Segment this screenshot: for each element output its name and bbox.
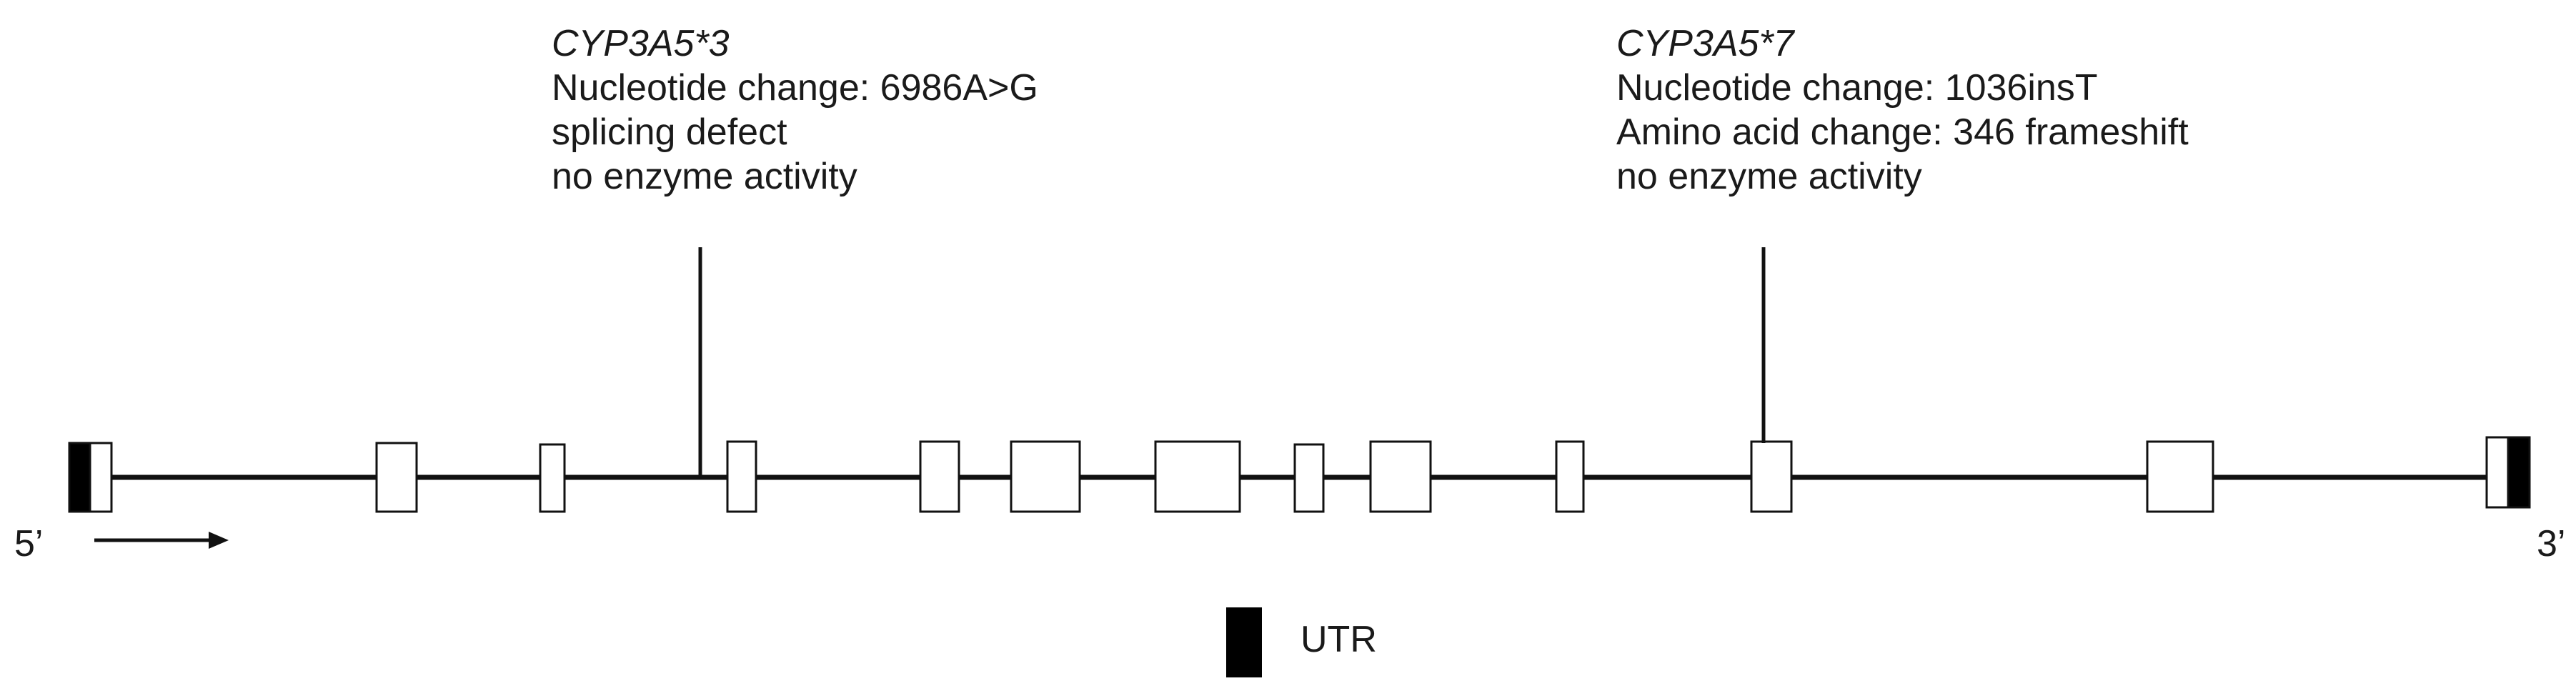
exon-8 <box>1293 443 1325 513</box>
variant-7-annotation: CYP3A5*7 Nucleotide change: 1036insT Ami… <box>1616 21 2189 199</box>
exon-12 <box>2146 440 2214 513</box>
exon-3 <box>539 443 566 513</box>
variant-3-effect: splicing defect <box>552 111 787 153</box>
exon-13 <box>2485 436 2510 509</box>
exon-2 <box>375 442 418 513</box>
variant-7-activity: no enzyme activity <box>1616 156 1922 197</box>
exon-9 <box>1369 440 1432 513</box>
exon-11 <box>1750 440 1793 513</box>
variant-3-annotation: CYP3A5*3 Nucleotide change: 6986A>G spli… <box>552 21 1038 199</box>
exon-1 <box>89 442 113 513</box>
transcription-direction-arrow <box>94 532 229 549</box>
variant-7-amino-acid-change: Amino acid change: 346 frameshift <box>1616 111 2189 153</box>
variant-3-activity: no enzyme activity <box>552 156 857 197</box>
three-prime-label: 3’ <box>2537 523 2566 565</box>
exon-6 <box>1010 440 1081 513</box>
variant-3-nucleotide-change: Nucleotide change: 6986A>G <box>552 67 1038 109</box>
exon-13-utr <box>2507 436 2531 509</box>
exon-1-utr <box>68 442 91 513</box>
exon-4 <box>726 440 757 513</box>
exon-10 <box>1555 440 1585 513</box>
exon-5 <box>919 440 960 513</box>
variant-7-allele: CYP3A5*7 <box>1616 23 1794 64</box>
legend-utr-swatch <box>1226 607 1262 677</box>
variant-3-allele: CYP3A5*3 <box>552 23 730 64</box>
five-prime-label: 5’ <box>14 523 44 565</box>
variant-7-nucleotide-change: Nucleotide change: 1036insT <box>1616 67 2098 109</box>
exon-7 <box>1154 440 1241 513</box>
legend-utr-label: UTR <box>1301 619 1377 660</box>
